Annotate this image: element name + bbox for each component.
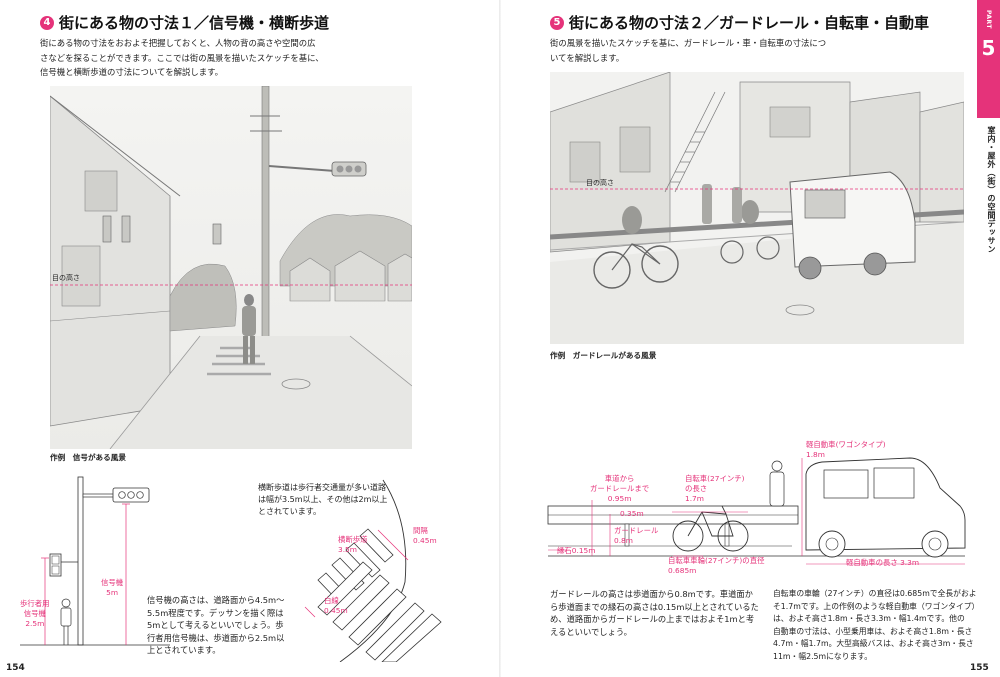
signal-label: 信号機 5m: [101, 578, 123, 598]
white-line-label: 白線 0.45m: [324, 596, 348, 616]
person-figure: [61, 598, 71, 608]
guardrail-street-sketch: [550, 72, 964, 344]
curb-label: 縁石0.15m: [557, 546, 595, 556]
road-to-rail-line: ガードレールまで: [590, 484, 650, 493]
signal-label-text: 信号機: [101, 578, 124, 587]
signal-pole: [77, 476, 84, 646]
bike-length-line: の長さ: [685, 484, 708, 493]
right-sketch-photo: [550, 72, 964, 344]
person-figure: [771, 460, 783, 472]
signal-height: 5m: [106, 588, 119, 597]
part-label: PART: [985, 9, 992, 29]
right-eye-level-label: 目の高さ: [586, 179, 614, 187]
right-dimension-diagram: [547, 457, 966, 565]
curb-label-text: 縁石: [557, 546, 572, 555]
body-line: 上とされています。: [147, 645, 221, 656]
curb-label-value: 0.15m: [571, 546, 596, 555]
part-number: 5: [981, 36, 996, 60]
right-page-number: 155: [970, 663, 989, 673]
left-page-number: 154: [6, 663, 25, 673]
car-length-value: 3.3m: [900, 558, 920, 567]
guardrail-label: ガードレール: [614, 526, 659, 535]
ped-signal-height: 2.5m: [25, 619, 45, 628]
body-line: 11m・幅2.5mになります。: [773, 651, 873, 661]
body-line: 5.5m程度です。デッサンを描く際は: [147, 607, 284, 618]
left-sketch-photo: [50, 86, 412, 449]
ped-signal-label: 歩行者用 信号機 2.5m: [20, 599, 50, 629]
road-to-rail-label: 車道から ガードレールまで 0.95m: [590, 474, 649, 504]
stripe-gap-text: 間隔: [413, 526, 428, 535]
kei-car-label: 軽自動車(ワゴンタイプ): [806, 440, 886, 449]
body-line: 行者用信号機は、歩道面から2.5m以: [147, 632, 285, 643]
section-number-badge: 4: [40, 15, 54, 30]
intro-line: 信号機と横断歩道の寸法についてを解説します。: [40, 67, 223, 77]
right-section-title: 5 街にある物の寸法２／ガードレール・自転車・自動車: [550, 12, 929, 33]
left-section-title: 4 街にある物の寸法１／信号機・横断歩道: [40, 12, 329, 33]
crossing-note-line: は幅が3.5m以上、その他は2m以上: [258, 495, 388, 504]
body-line: ガードレールの高さは歩道面から0.8mです。車道面か: [550, 589, 753, 599]
chapter-vertical-title: 室内・屋外（街）の空間デッサン: [987, 126, 996, 254]
intro-line: 街の風景を描いたスケッチを基に、ガードレール・車・自転車の寸法につ: [550, 38, 827, 48]
right-body-text-left: ガードレールの高さは歩道面から0.8mです。車道面か ら歩道面までの縁石の高さは…: [550, 588, 759, 638]
wheel-diameter-label: 自転車車輪(27インチ)の直径 0.685m: [668, 556, 764, 576]
bike-length-label: 自転車(27インチ) の長さ 1.7m: [685, 474, 745, 504]
left-intro: 街にある物の寸法をおおよそ把握しておくと、人物の背の高さや空間の広 さなどを探る…: [40, 36, 324, 80]
crossing-width-label: 横断歩道 3.5m: [338, 535, 368, 555]
crossing-width-text: 横断歩道: [338, 535, 368, 544]
right-body-text-right: 自転車の車輪（27インチ）の直径は0.685mで全長がおよ そ1.7mです。上の…: [773, 588, 979, 664]
car-length-text: 軽自動車の長さ: [846, 558, 898, 567]
crossing-width-value: 3.5m: [338, 545, 357, 554]
white-line-text: 白線: [324, 596, 339, 605]
right-title-text: 街にある物の寸法２／ガードレール・自転車・自動車: [569, 14, 930, 32]
intro-line: 街にある物の寸法をおおよそ把握しておくと、人物の背の高さや空間の広: [40, 38, 316, 48]
guardrail-height: 0.8m: [614, 536, 633, 545]
page-gutter: [499, 0, 501, 677]
road-to-rail-value: 0.95m: [607, 494, 632, 503]
bicycle-front-wheel: [672, 520, 704, 552]
left-eye-level-label: 目の高さ: [52, 274, 80, 282]
left-dimension-diagram: [20, 476, 442, 662]
stripe-gap-value: 0.45m: [413, 536, 437, 545]
crossing-note-line: 横断歩道は歩行者交通量が多い道路: [258, 483, 386, 492]
kei-car-height: 1.8m: [806, 450, 825, 459]
body-line: えるといいでしょう。: [550, 626, 632, 637]
pedestrian-signal: [49, 553, 62, 577]
body-line: 5mとして考えるといいでしょう。歩: [147, 620, 284, 631]
body-line: 4.7m・幅1.7m。大型高級バスは、およそ高さ3m・長さ: [773, 639, 974, 649]
curb-height-label: 0.35m: [620, 509, 644, 518]
ped-signal-label-line: 歩行者用: [20, 599, 50, 608]
right-intro: 街の風景を描いたスケッチを基に、ガードレール・車・自転車の寸法につ いてを解説し…: [550, 36, 826, 65]
section-number-badge: 5: [550, 15, 564, 30]
stripe-gap-label: 間隔 0.45m: [413, 526, 437, 546]
crossing-note-line: とされています。: [258, 507, 321, 516]
right-photo-caption: 作例 ガードレールがある風景: [550, 351, 657, 360]
left-title-text: 街にある物の寸法１／信号機・横断歩道: [59, 14, 330, 32]
wheel-diameter-value: 0.685m: [668, 566, 697, 575]
left-photo-caption: 作例 信号がある風景: [50, 453, 126, 462]
bike-length-line: 自転車(27インチ): [685, 474, 745, 483]
road-to-rail-line: 車道から: [604, 474, 635, 483]
intro-line: いてを解説します。: [550, 52, 625, 63]
kei-car-height-label: 軽自動車(ワゴンタイプ) 1.8m: [806, 440, 886, 460]
kei-car: [805, 457, 966, 551]
ped-signal-label-line: 信号機: [23, 609, 46, 618]
body-line: ら歩道面までの縁石の高さは0.15m以上とされているた: [550, 601, 759, 612]
intro-line: さなどを探ることができます。ここでは街の風景を描いたスケッチを基に、: [40, 52, 324, 63]
guardrail-height-label: ガードレール 0.8m: [614, 526, 658, 546]
body-line: 自転車の車輪（27インチ）の直径は0.685mで全長がおよ: [773, 589, 977, 598]
body-line: め、道路面からガードレールの上まではおよそ1mと考: [550, 614, 755, 625]
bike-length-value: 1.7m: [685, 494, 704, 503]
white-line-value: 0.45m: [324, 606, 348, 615]
wheel-diameter-text: 自転車車輪(27インチ)の直径: [668, 556, 765, 565]
car-length-label: 軽自動車の長さ 3.3m: [846, 558, 919, 568]
body-line: 自動車の寸法は、小型乗用車は、およそ高さ1.8m・長さ: [773, 626, 973, 636]
body-line: 信号機の高さは、道路面から4.5m～: [147, 595, 285, 605]
crossing-note: 横断歩道は歩行者交通量が多い道路 は幅が3.5m以上、その他は2m以上 とされて…: [258, 482, 387, 518]
left-body-text: 信号機の高さは、道路面から4.5m～ 5.5m程度です。デッサンを描く際は 5m…: [147, 594, 284, 657]
street-signal-sketch: [50, 86, 412, 449]
part-side-tab: PART 5: [977, 0, 1000, 118]
body-line: そ1.7mです。上の作例のような軽自動車（ワゴンタイプ）: [773, 601, 980, 611]
body-line: は、およそ高さ1.8m・長さ3.3m・幅1.4mです。他の: [773, 614, 965, 624]
